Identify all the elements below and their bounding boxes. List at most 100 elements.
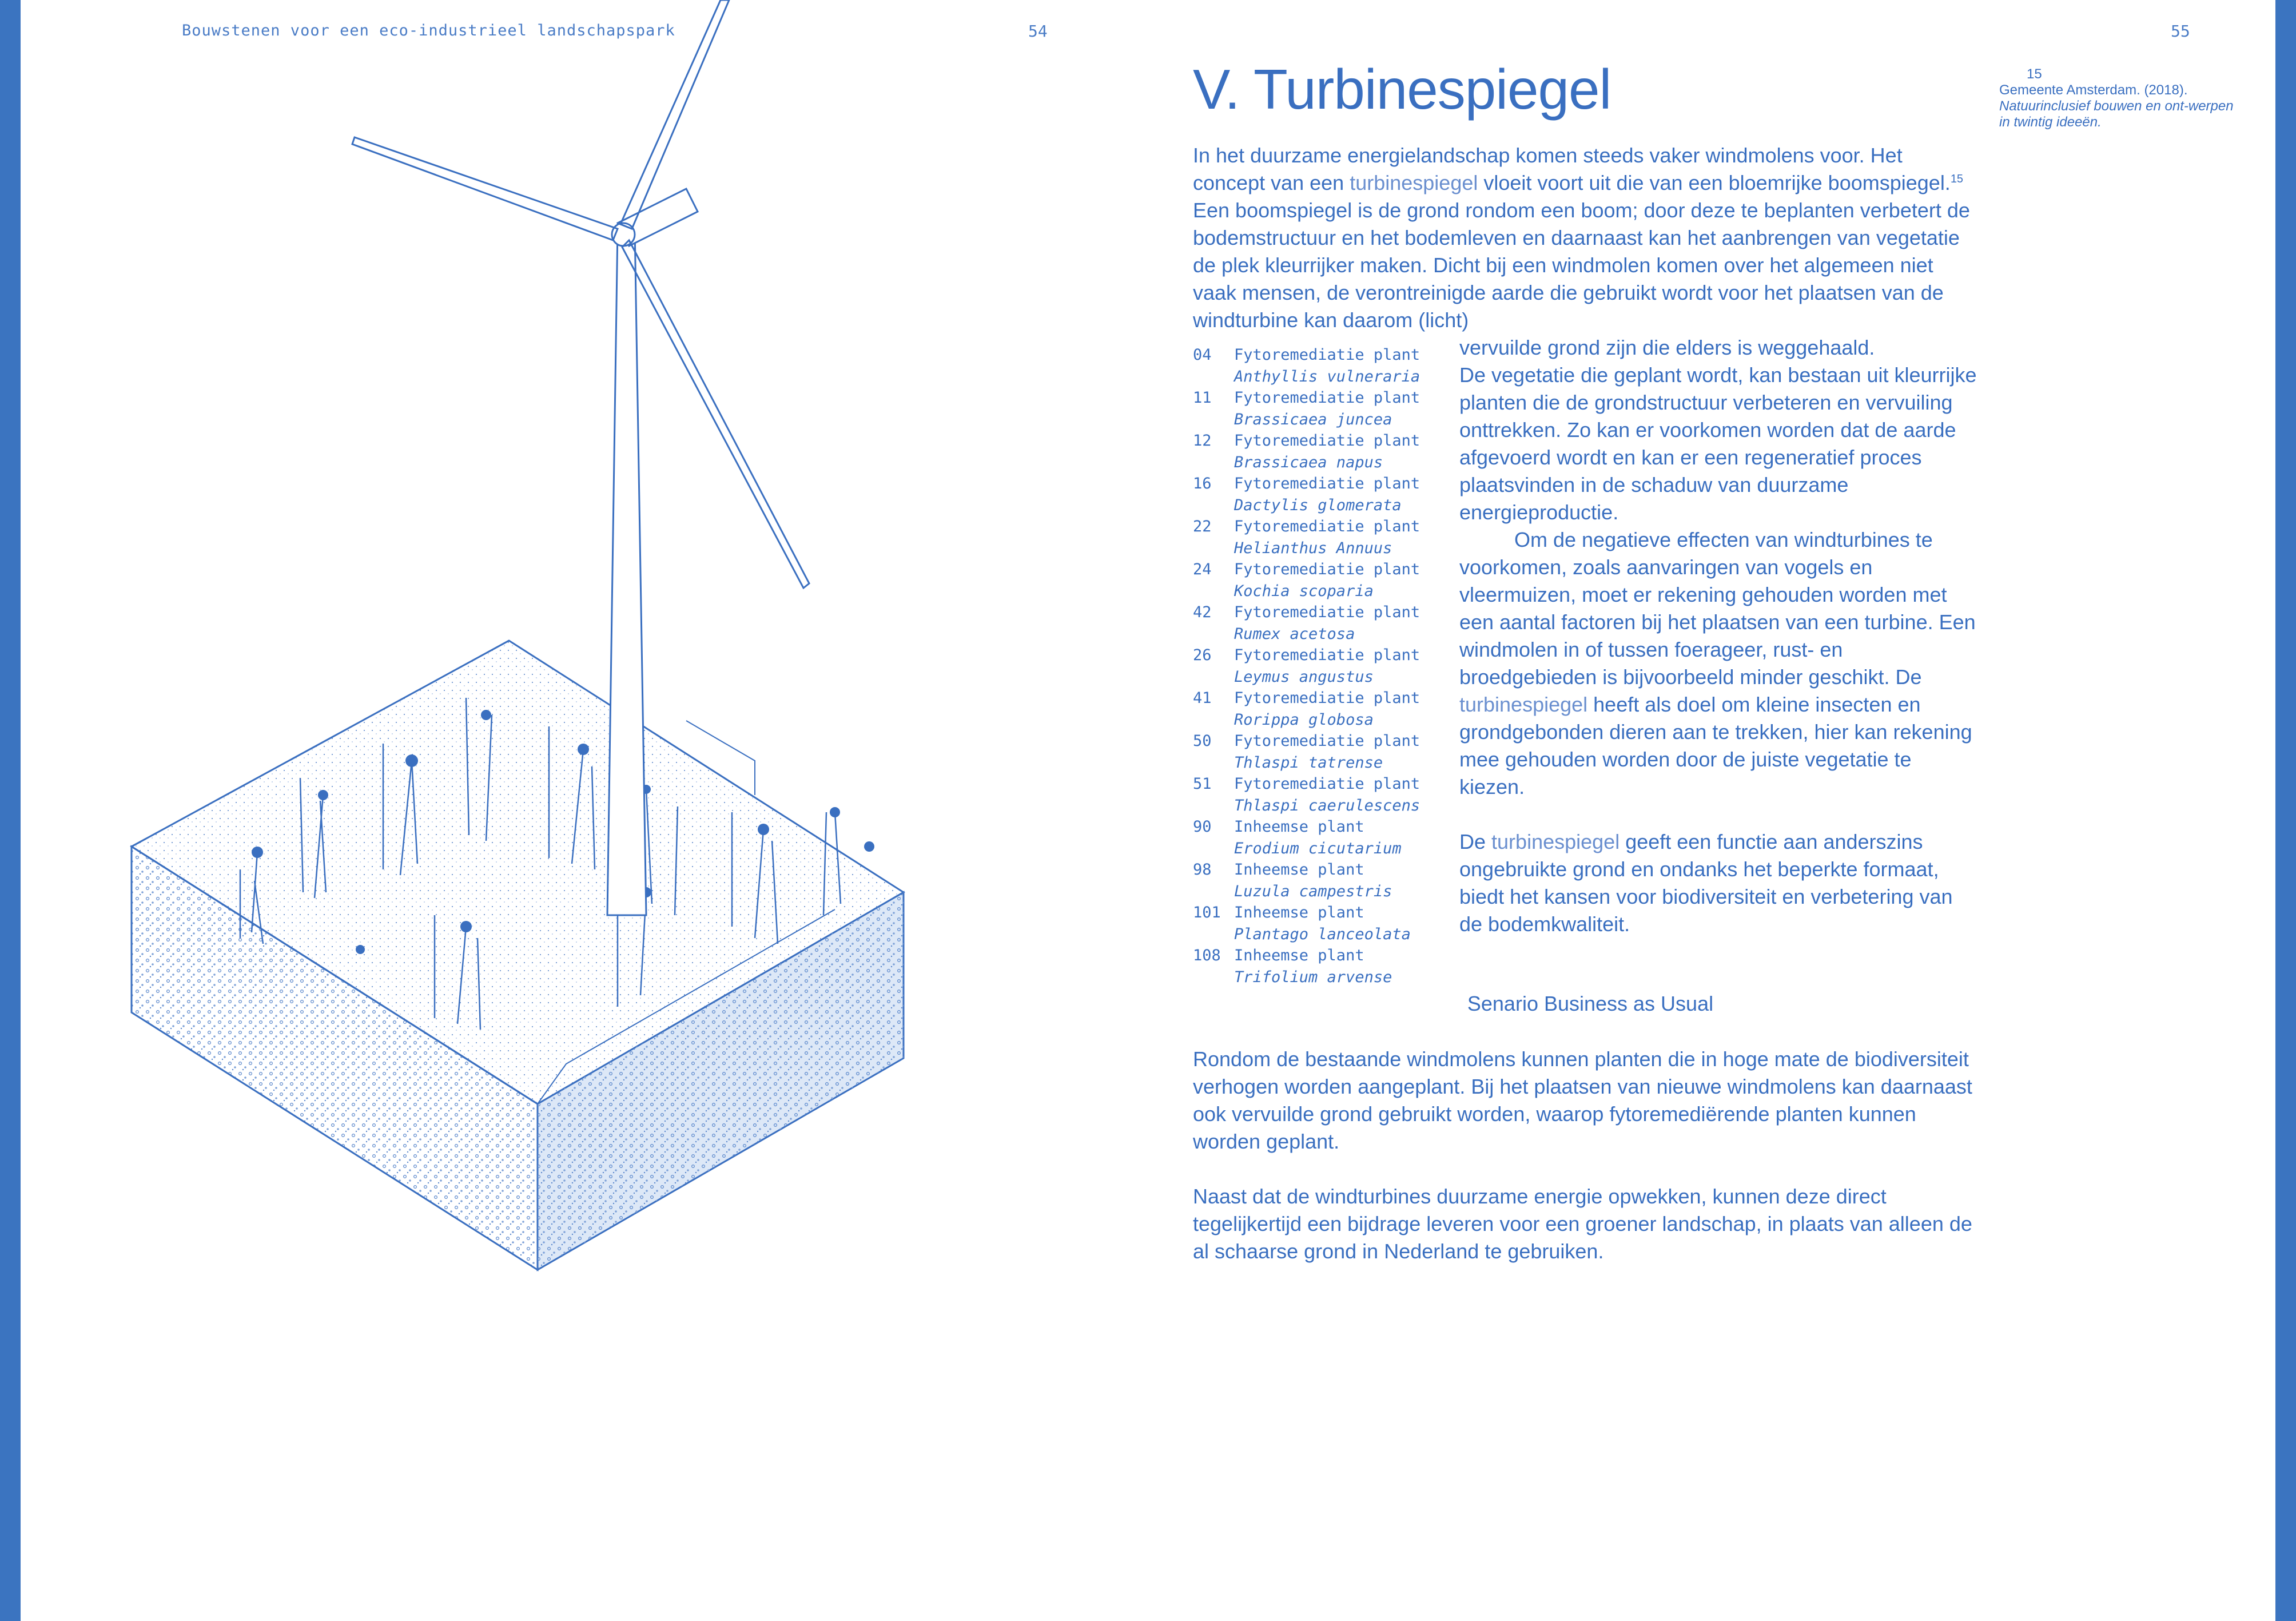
plant-number: 11: [1193, 389, 1212, 407]
intro-term: turbinespiegel: [1350, 171, 1478, 194]
intro-text-2: vloeit voort uit die van een bloemrijke …: [1478, 171, 1951, 194]
plant-type: Inheemse plant: [1234, 904, 1364, 921]
plant-number: 04: [1193, 346, 1212, 364]
plant-type: Fytoremediatie plant: [1234, 432, 1420, 450]
column-line-1: vervuilde grond zijn die elders is wegge…: [1459, 336, 1875, 359]
column-para-3-b: geeft een functie aan anderszins ongebru…: [1459, 830, 1953, 936]
plant-number: 16: [1193, 475, 1212, 492]
scenario-paragraph-1: Rondom de bestaande windmolens kunnen pl…: [1193, 1047, 1972, 1153]
plant-type: Fytoremediatie plant: [1234, 689, 1420, 707]
column-para-2: Om de negatieve effecten van windturbine…: [1459, 526, 1980, 801]
scenario-heading: Senario Business as Usual: [1467, 992, 1714, 1015]
right-column-text: vervuilde grond zijn die elders is wegge…: [1459, 334, 1980, 938]
footnote-number: 15: [2027, 66, 2042, 82]
intro-text-3: Een boomspiegel is de grond rondom een b…: [1193, 198, 1970, 332]
plant-number: 22: [1193, 518, 1212, 535]
plant-scientific-name: Thlaspi caerulescens: [1234, 796, 1420, 815]
plant-number: 108: [1193, 947, 1221, 964]
plant-scientific-name: Rumex acetosa: [1234, 625, 1355, 643]
turbine-blade-down: [621, 239, 810, 590]
plant-type: Inheemse plant: [1234, 947, 1364, 964]
plant-scientific-name: Trifolium arvense: [1234, 968, 1392, 986]
plant-number: 90: [1193, 818, 1212, 836]
scenario-paragraph-2: Naast dat de windturbines duurzame energ…: [1193, 1185, 1972, 1263]
plant-number: 50: [1193, 732, 1212, 750]
column-para-3-a: De: [1459, 830, 1492, 853]
footnote-title: Natuurinclusief bouwen en ont-werpen in …: [1999, 98, 2234, 130]
turbine-blade-left: [351, 136, 619, 241]
plant-type: Fytoremediatie plant: [1234, 475, 1420, 492]
plant-scientific-name: Anthyllis vulneraria: [1234, 367, 1420, 386]
column-para-3-term: turbinespiegel: [1491, 830, 1620, 853]
plant-type: Fytoremediatie plant: [1234, 603, 1420, 621]
plant-scientific-name: Kochia scoparia: [1234, 582, 1374, 600]
plant-scientific-name: Leymus angustus: [1234, 668, 1374, 686]
plant-scientific-name: Brassicaea juncea: [1234, 410, 1392, 428]
turbine-blade-up: [619, 0, 730, 230]
column-para-1: vervuilde grond zijn die elders is wegge…: [1459, 334, 1980, 526]
plant-type: Inheemse plant: [1234, 861, 1364, 879]
column-para-3: De turbinespiegel geeft een functie aan …: [1459, 828, 1980, 938]
plant-scientific-name: Luzula campestris: [1234, 882, 1392, 900]
plant-scientific-name: Dactylis glomerata: [1234, 496, 1402, 514]
plant-scientific-name: Thlaspi tatrense: [1234, 753, 1383, 772]
turbine-illustration: [130, 0, 905, 1272]
plant-number: 24: [1193, 561, 1212, 578]
intro-text-1: In het duurzame energielandschap komen s…: [1193, 144, 1903, 194]
column-para-2-a: Om de negatieve effecten van windturbine…: [1459, 528, 1976, 689]
intro-paragraph: In het duurzame energielandschap komen s…: [1193, 142, 1971, 334]
plant-type: Fytoremediatie plant: [1234, 775, 1420, 793]
plant-scientific-name: Erodium cicutarium: [1234, 839, 1402, 857]
plant-type: Fytoremediatie plant: [1234, 561, 1420, 578]
running-title: Bouwstenen voor een eco-industrieel land…: [182, 22, 675, 39]
plant-type: Fytoremediatie plant: [1234, 518, 1420, 535]
plant-type: Fytoremediatie plant: [1234, 346, 1420, 364]
right-page-edge: [2275, 0, 2296, 1621]
column-para-2-term: turbinespiegel: [1459, 693, 1588, 716]
plant-number: 26: [1193, 646, 1212, 664]
plant-number: 98: [1193, 861, 1212, 879]
plant-scientific-name: Rorippa globosa: [1234, 710, 1374, 729]
plant-number: 12: [1193, 432, 1212, 450]
page-number-right: 55: [2171, 22, 2190, 41]
plant-number: 51: [1193, 775, 1212, 793]
left-page-edge: [0, 0, 21, 1621]
footnote: 15 Gemeente Amsterdam. (2018). Natuurinc…: [1999, 66, 2239, 130]
page-title: V. Turbinespiegel: [1193, 58, 1611, 121]
plant-type: Fytoremediatie plant: [1234, 732, 1420, 750]
turbine-tower: [606, 228, 647, 916]
plant-number: 101: [1193, 904, 1221, 921]
column-para-1-body: De vegetatie die geplant wordt, kan best…: [1459, 363, 1977, 524]
plant-type: Inheemse plant: [1234, 818, 1364, 836]
plant-type: Fytoremediatie plant: [1234, 646, 1420, 664]
plant-scientific-name: Plantago lanceolata: [1234, 925, 1411, 943]
